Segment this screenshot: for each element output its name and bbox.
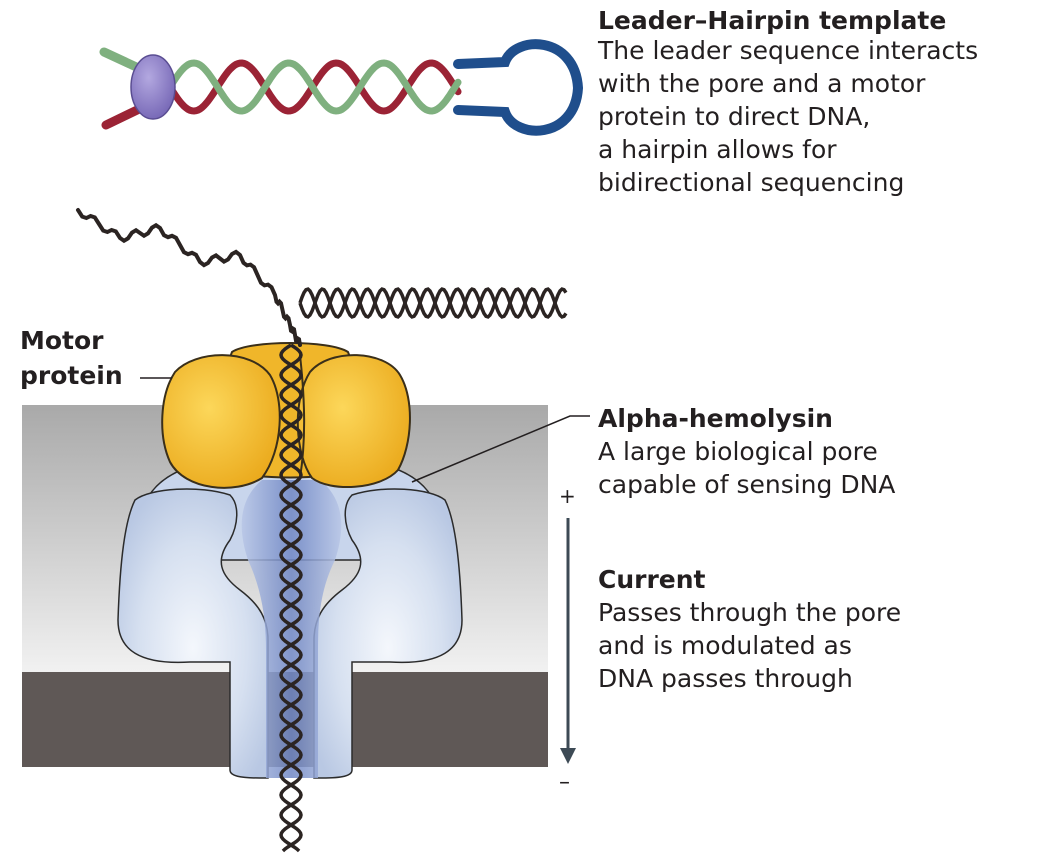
- leader-bead: [131, 55, 175, 119]
- alpha-hemolysin-title: Alpha-hemolysin: [598, 404, 833, 433]
- leader-hairpin-desc-line-4: a hairpin allows for: [598, 135, 837, 164]
- hairpin-loop: [458, 44, 578, 130]
- current-arrow: [560, 518, 576, 764]
- current-desc-line-3: DNA passes through: [598, 664, 853, 693]
- leader-hairpin-template: [104, 44, 578, 130]
- leader-hairpin-title: Leader–Hairpin template: [598, 6, 946, 35]
- motor-protein-right: [298, 355, 410, 487]
- leader-hairpin-desc-line-1: The leader sequence interacts: [598, 36, 978, 65]
- motor-protein-label-line-2: protein: [20, 361, 123, 390]
- alpha-hemolysin-desc-line-2: capable of sensing DNA: [598, 470, 895, 499]
- motor-protein: [162, 343, 410, 488]
- current-plus-sign: +: [559, 482, 576, 511]
- leader-hairpin-desc-line-5: bidirectional sequencing: [598, 168, 904, 197]
- current-desc-line-1: Passes through the pore: [598, 598, 901, 627]
- current-minus-sign: –: [559, 768, 570, 797]
- motor-protein-label-line-1: Motor: [20, 326, 104, 355]
- alpha-hemolysin-desc-line-1: A large biological pore: [598, 437, 878, 466]
- current-title: Current: [598, 565, 706, 594]
- leader-hairpin-desc-line-2: with the pore and a motor: [598, 69, 925, 98]
- current-desc-line-2: and is modulated as: [598, 631, 852, 660]
- leader-hairpin-desc-line-3: protein to direct DNA,: [598, 102, 870, 131]
- motor-protein-left: [162, 355, 280, 488]
- dna-single-strand: [78, 210, 300, 345]
